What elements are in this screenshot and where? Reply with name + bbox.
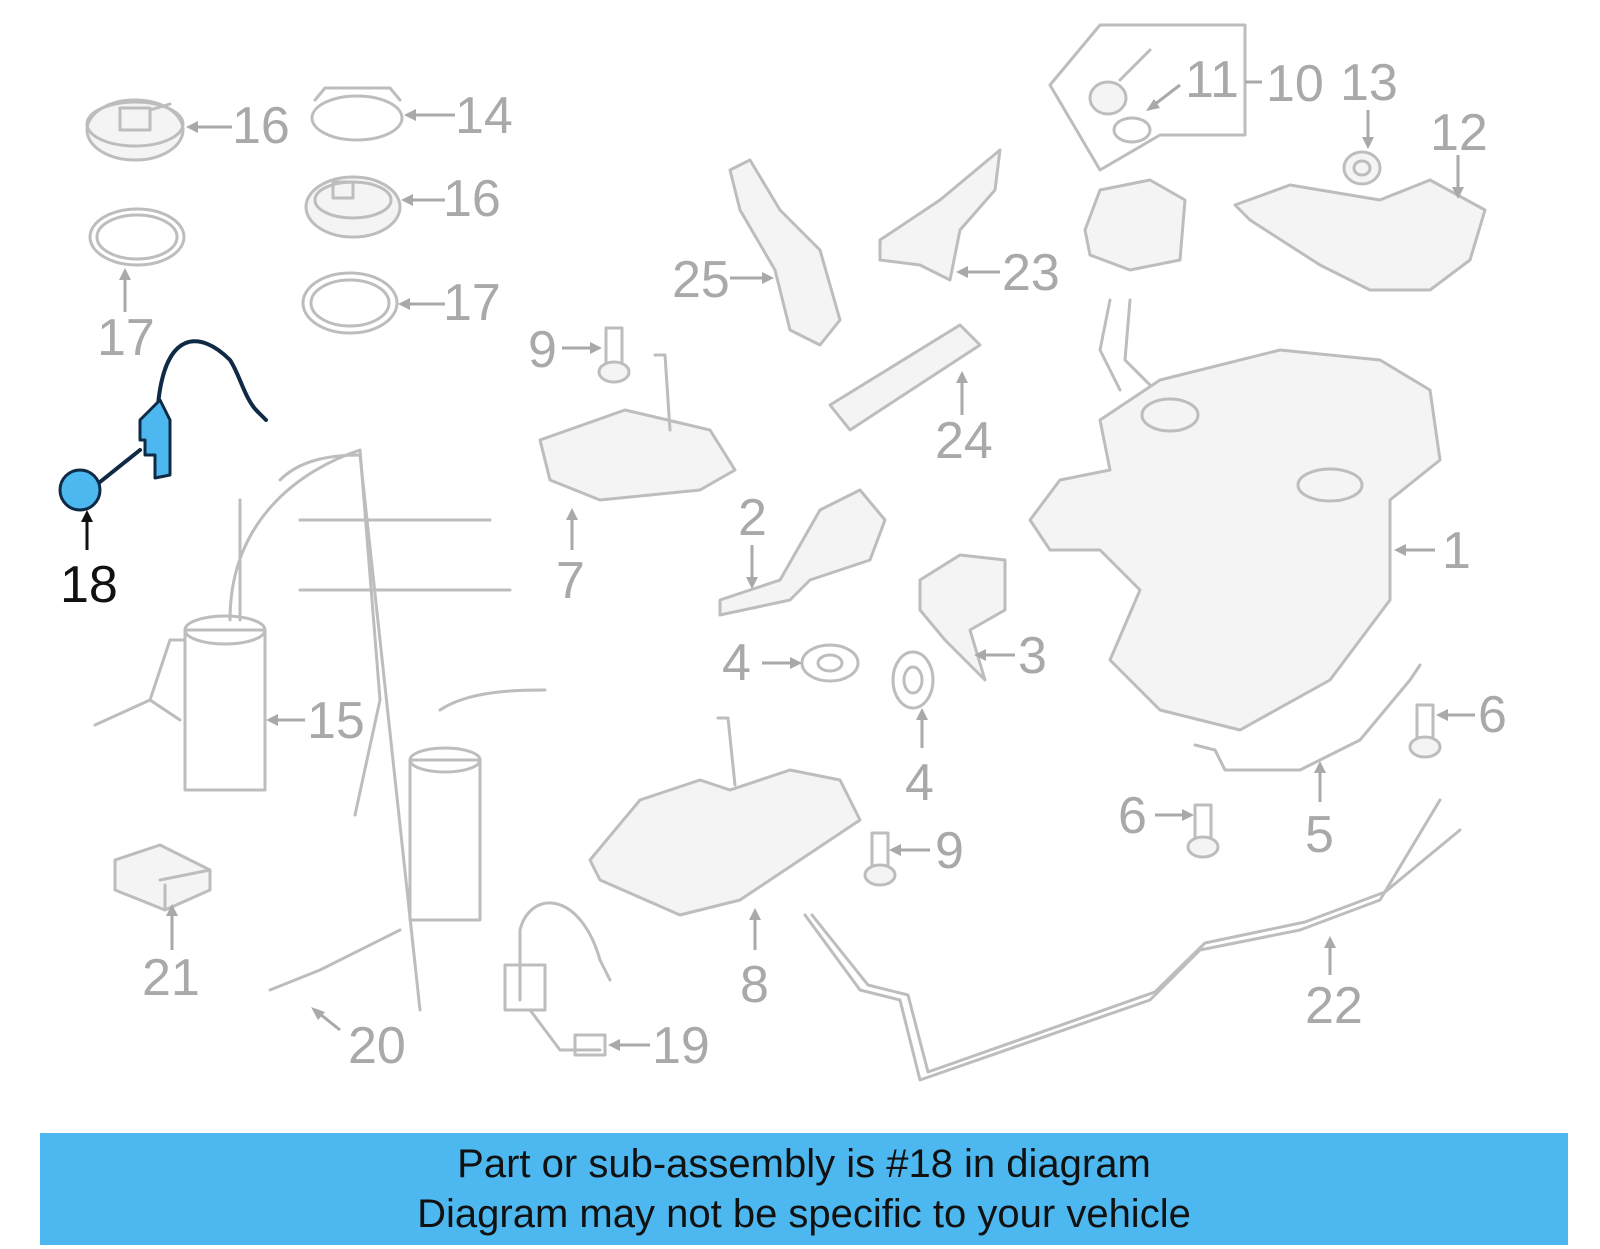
label-2: 2 xyxy=(738,489,767,547)
label-23: 23 xyxy=(1002,244,1060,302)
label-25: 25 xyxy=(672,251,730,309)
label-16-second: 16 xyxy=(443,170,501,228)
part-16-top[interactable] xyxy=(85,98,185,162)
part-1[interactable] xyxy=(1028,178,1442,732)
label-15: 15 xyxy=(307,692,365,750)
label-17-second: 17 xyxy=(443,274,501,332)
label-8: 8 xyxy=(740,956,769,1014)
label-17-left: 17 xyxy=(97,309,155,367)
info-banner: Part or sub-assembly is #18 in diagram D… xyxy=(40,1133,1568,1245)
part-11[interactable] xyxy=(1088,48,1152,144)
label-6-right: 6 xyxy=(1478,686,1507,744)
part-17-left[interactable] xyxy=(88,207,186,267)
label-16-top: 16 xyxy=(232,97,290,155)
label-24: 24 xyxy=(935,412,993,470)
label-14: 14 xyxy=(455,87,513,145)
label-4-left: 4 xyxy=(722,634,751,692)
label-7: 7 xyxy=(556,552,585,610)
part-22[interactable] xyxy=(803,798,1462,1082)
label-10: 10 xyxy=(1266,55,1324,113)
part-14[interactable] xyxy=(310,86,404,142)
part-25[interactable] xyxy=(728,158,842,347)
part-5[interactable] xyxy=(1193,663,1422,772)
part-13[interactable] xyxy=(1342,150,1382,186)
part-8[interactable] xyxy=(588,716,862,917)
part-9-bottom[interactable] xyxy=(863,831,897,887)
label-20: 20 xyxy=(348,1017,406,1075)
label-21: 21 xyxy=(142,949,200,1007)
part-24[interactable] xyxy=(828,323,982,432)
part-15[interactable] xyxy=(93,448,547,1012)
part-3[interactable] xyxy=(918,553,1007,682)
label-18: 18 xyxy=(60,556,118,614)
label-22: 22 xyxy=(1305,977,1363,1035)
label-11: 11 xyxy=(1185,51,1239,109)
part-19[interactable] xyxy=(503,901,612,1057)
part-4-left[interactable] xyxy=(800,643,860,683)
label-12: 12 xyxy=(1430,104,1488,162)
part-7[interactable] xyxy=(538,353,737,502)
part-21[interactable] xyxy=(113,843,212,912)
part-9-top[interactable] xyxy=(597,326,631,384)
banner-line-2: Diagram may not be specific to your vehi… xyxy=(417,1192,1191,1236)
part-16-second[interactable] xyxy=(304,175,402,239)
label-19: 19 xyxy=(652,1017,710,1075)
banner-line-1: Part or sub-assembly is #18 in diagram xyxy=(457,1142,1151,1186)
part-23[interactable] xyxy=(878,148,1002,282)
label-4-bottom: 4 xyxy=(905,754,934,812)
label-6-bottom: 6 xyxy=(1118,787,1147,845)
label-9-bottom: 9 xyxy=(935,822,964,880)
label-13: 13 xyxy=(1340,54,1398,112)
part-10-group[interactable] xyxy=(1048,23,1247,172)
label-3: 3 xyxy=(1018,627,1047,685)
part-6-right[interactable] xyxy=(1408,703,1442,759)
part-12[interactable] xyxy=(1233,178,1487,292)
part-18-highlighted[interactable] xyxy=(58,339,268,512)
part-4-bottom[interactable] xyxy=(891,650,935,710)
part-17-second[interactable] xyxy=(301,271,399,335)
label-5: 5 xyxy=(1305,806,1334,864)
part-6-bottom[interactable] xyxy=(1186,803,1220,859)
part-2[interactable] xyxy=(718,488,887,617)
label-9-top: 9 xyxy=(528,321,557,379)
label-1: 1 xyxy=(1442,522,1471,580)
